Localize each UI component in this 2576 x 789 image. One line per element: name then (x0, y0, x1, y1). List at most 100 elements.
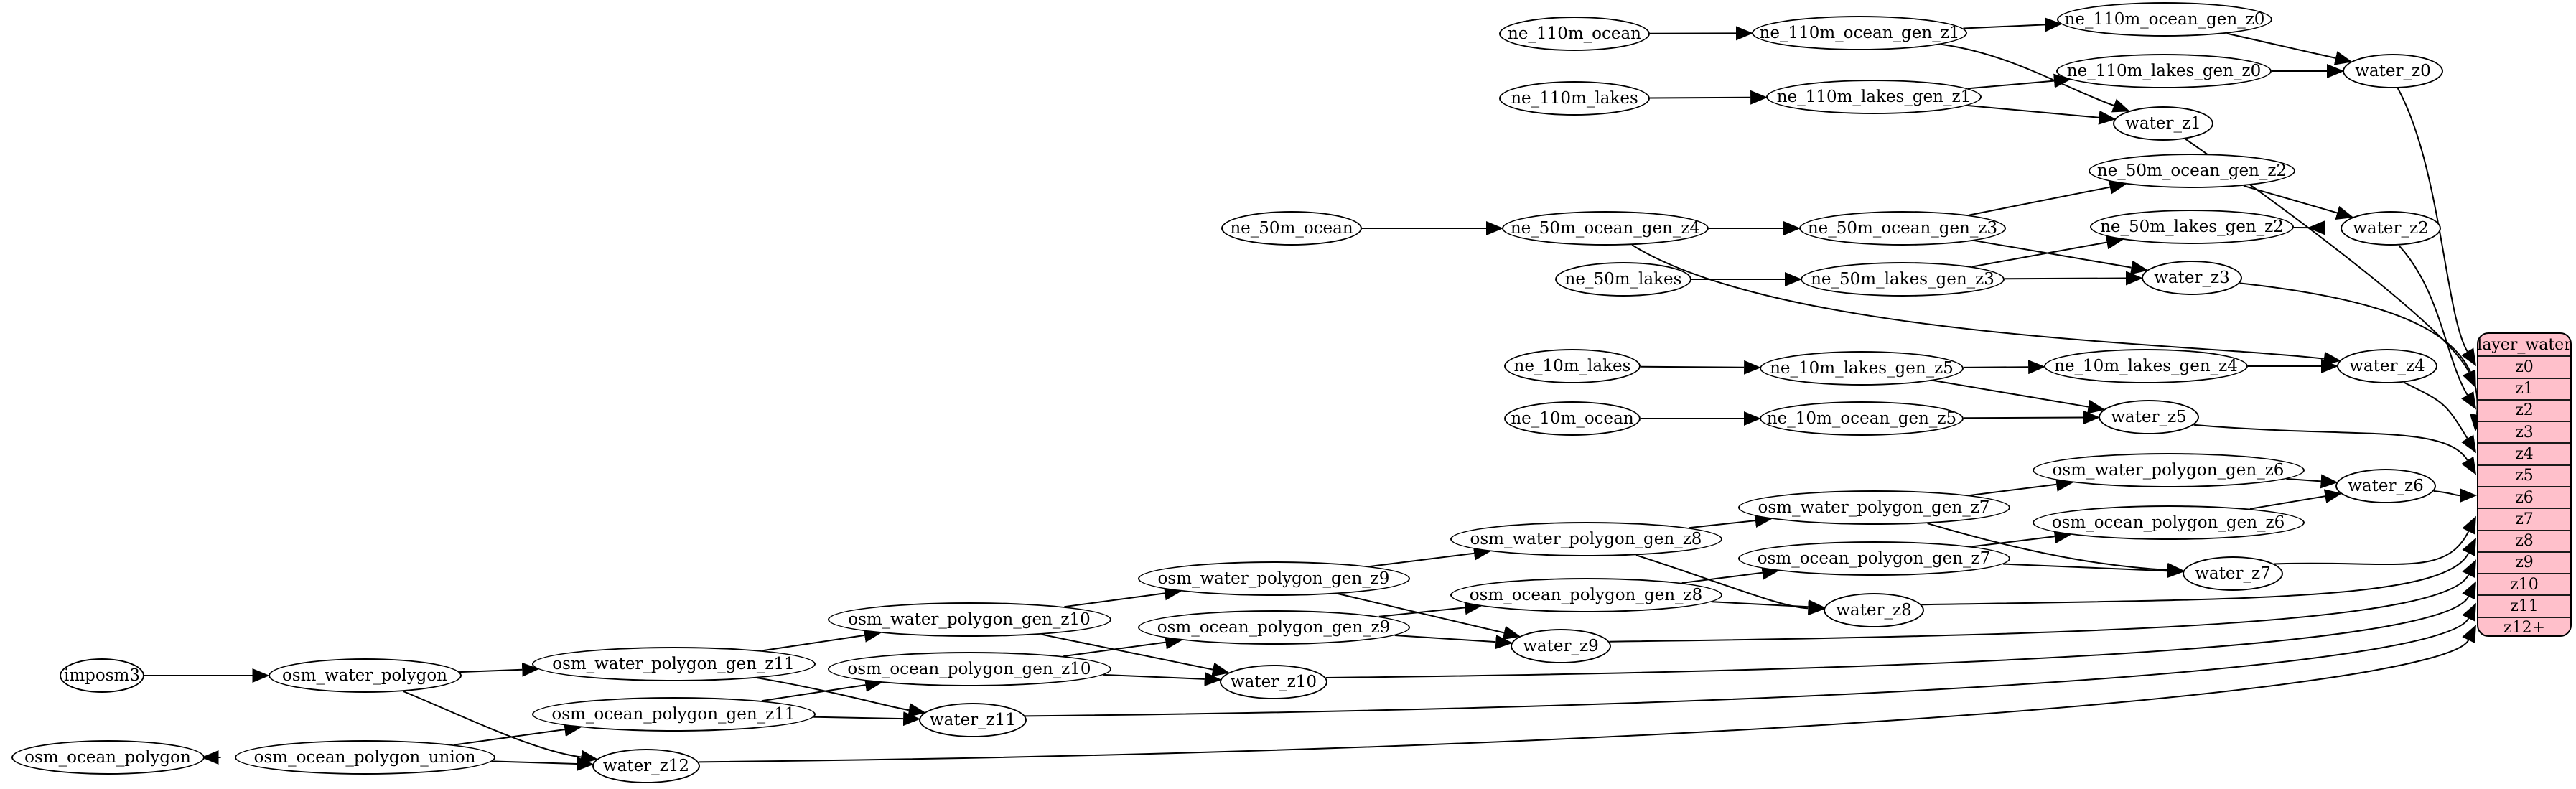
node-osm_ocean_polygon_gen_z6: osm_ocean_polygon_gen_z6 (2032, 505, 2305, 540)
edge-osm_water_polygon_gen_z10-to-osm_water_polygon_gen_z9 (1064, 586, 1182, 608)
node-water_z3: water_z3 (2142, 261, 2242, 295)
edge-water_z9-to-row-z9 (1609, 559, 2477, 643)
node-water_z4: water_z4 (2337, 349, 2437, 383)
node-osm_water_polygon: osm_water_polygon (268, 658, 462, 693)
node-osm_ocean_polygon_gen_z8: osm_ocean_polygon_gen_z8 (1450, 578, 1722, 612)
node-water_z0: water_z0 (2343, 54, 2443, 88)
edge-osm_water_polygon-to-water_z12 (403, 691, 599, 765)
edge-osm_water_polygon_gen_z6-to-water_z6 (2286, 474, 2338, 489)
table-row-z8: z8 (2478, 529, 2570, 551)
node-water_z2: water_z2 (2341, 211, 2441, 246)
edge-ne_50m_ocean_gen_z4-to-water_z4 (1631, 244, 2341, 366)
node-imposm3: imposm3 (60, 658, 144, 693)
edge-ne_110m_ocean_gen_z0-to-water_z0 (2226, 32, 2353, 65)
edge-ne_110m_ocean_gen_z1-to-water_z1 (1941, 43, 2130, 113)
edge-osm_ocean_polygon_union-to-osm_ocean_polygon_gen_z11 (454, 722, 582, 746)
edge-osm_ocean_polygon_gen_z8-to-osm_ocean_polygon_gen_z7 (1681, 565, 1780, 584)
node-osm_ocean_polygon_gen_z7: osm_ocean_polygon_gen_z7 (1737, 541, 2010, 576)
node-ne_50m_lakes: ne_50m_lakes (1555, 262, 1691, 297)
edge-osm_water_polygon_gen_z9-to-osm_water_polygon_gen_z8 (1369, 546, 1491, 567)
table-row-z1: z1 (2478, 377, 2570, 399)
edge-osm_water_polygon_gen_z11-to-water_z11 (757, 677, 926, 717)
table-row-z2: z2 (2478, 398, 2570, 421)
edge-ne_50m_ocean_gen_z3-to-ne_50m_ocean_gen_z2 (1969, 179, 2127, 216)
table-row-z6: z6 (2478, 485, 2570, 508)
node-ne_10m_lakes: ne_10m_lakes (1504, 349, 1641, 383)
edge-water_z4-to-row-z4 (2403, 381, 2477, 454)
edge-ne_110m_lakes_gen_z1-to-ne_110m_lakes_gen_z0 (1967, 73, 2071, 90)
edge-osm_water_polygon_gen_z9-to-water_z9 (1338, 593, 1521, 640)
edge-water_z5-to-row-z5 (2193, 424, 2477, 475)
edge-ne_10m_lakes-to-ne_10m_lakes_gen_z5 (1640, 360, 1762, 375)
edge-ne_50m_ocean_gen_z3-to-water_z3 (1974, 240, 2149, 275)
edge-osm_ocean_polygon_gen_z10-to-water_z10 (1103, 671, 1222, 686)
edge-osm_water_polygon_gen_z7-to-osm_water_polygon_gen_z6 (1969, 477, 2074, 496)
node-water_z11: water_z11 (919, 703, 1027, 737)
edge-osm_ocean_polygon_union-to-water_z12 (491, 757, 594, 771)
node-ne_10m_ocean_gen_z5: ne_10m_ocean_gen_z5 (1760, 401, 1964, 436)
table-row-z0: z0 (2478, 355, 2570, 377)
edge-water_z3-to-row-z3 (2239, 282, 2484, 432)
edge-osm_water_polygon_gen_z7-to-water_z7 (1927, 523, 2185, 577)
node-water_z12: water_z12 (592, 749, 700, 783)
node-water_z1: water_z1 (2113, 106, 2213, 141)
node-osm_ocean_polygon_gen_z10: osm_ocean_polygon_gen_z10 (827, 652, 1111, 686)
edge-water_z8-to-row-z8 (1921, 537, 2477, 606)
edge-water_z2-to-row-z2 (2398, 245, 2477, 410)
layer-water-table-title: layer_water (2477, 335, 2572, 354)
node-ne_110m_ocean_gen_z1: ne_110m_ocean_gen_z1 (1752, 16, 1967, 50)
node-ne_110m_lakes_gen_z1: ne_110m_lakes_gen_z1 (1766, 80, 1982, 114)
node-osm_water_polygon_gen_z11: osm_water_polygon_gen_z11 (531, 647, 816, 681)
edge-water_z0-to-row-z0 (2397, 88, 2477, 367)
edge-osm_ocean_polygon_gen_z10-to-osm_ocean_polygon_gen_z9 (1063, 635, 1183, 658)
node-osm_ocean_polygon_union: osm_ocean_polygon_union (234, 740, 495, 775)
node-water_z8: water_z8 (1824, 593, 1924, 627)
edge-osm_water_polygon_gen_z11-to-osm_water_polygon_gen_z10 (762, 628, 882, 652)
node-osm_ocean_polygon_gen_z11: osm_ocean_polygon_gen_z11 (531, 697, 816, 732)
edge-osm_ocean_polygon_gen_z7-to-osm_ocean_polygon_gen_z6 (1971, 529, 2072, 548)
edge-ne_110m_lakes_gen_z1-to-water_z1 (1967, 104, 2117, 125)
node-osm_water_polygon_gen_z6: osm_water_polygon_gen_z6 (2032, 453, 2305, 487)
node-ne_50m_lakes_gen_z3: ne_50m_lakes_gen_z3 (1801, 262, 2005, 297)
node-water_z6: water_z6 (2335, 469, 2436, 503)
edge-water_z7-to-row-z7 (2274, 515, 2476, 566)
node-ne_50m_ocean: ne_50m_ocean (1221, 211, 1362, 246)
node-ne_110m_lakes: ne_110m_lakes (1499, 81, 1650, 116)
edge-osm_ocean_polygon_gen_z9-to-osm_ocean_polygon_gen_z8 (1378, 600, 1483, 617)
node-osm_water_polygon_gen_z9: osm_water_polygon_gen_z9 (1137, 561, 1410, 596)
table-row-z12+: z12+ (2478, 616, 2570, 635)
edge-osm_ocean_polygon_gen_z9-to-water_z9 (1394, 635, 1513, 650)
node-osm_ocean_polygon_gen_z9: osm_ocean_polygon_gen_z9 (1137, 610, 1410, 645)
table-row-z5: z5 (2478, 464, 2570, 486)
table-row-z3: z3 (2478, 421, 2570, 442)
edge-water_z10-to-row-z10 (1325, 581, 2477, 678)
edge-osm_ocean_polygon_gen_z11-to-osm_ocean_polygon_gen_z10 (761, 678, 883, 702)
node-water_z10: water_z10 (1220, 665, 1327, 699)
node-ne_50m_ocean_gen_z3: ne_50m_ocean_gen_z3 (1799, 211, 2006, 246)
table-row-z10: z10 (2478, 573, 2570, 594)
node-ne_10m_lakes_gen_z4: ne_10m_lakes_gen_z4 (2044, 349, 2248, 383)
node-ne_110m_lakes_gen_z0: ne_110m_lakes_gen_z0 (2056, 54, 2272, 88)
edge-water_z11-to-row-z11 (1025, 602, 2477, 717)
table-row-z7: z7 (2478, 508, 2570, 529)
node-osm_water_polygon_gen_z10: osm_water_polygon_gen_z10 (827, 602, 1111, 637)
edge-osm_ocean_polygon_gen_z8-to-water_z8 (1712, 599, 1826, 615)
table-row-z9: z9 (2478, 551, 2570, 573)
edge-ne_50m_lakes_gen_z3-to-ne_50m_lakes_gen_z2 (1971, 235, 2124, 268)
edge-ne_50m_ocean_gen_z2-to-water_z2 (2243, 185, 2354, 220)
edge-ne_10m_lakes_gen_z5-to-water_z5 (1933, 380, 2106, 414)
edge-osm_water_polygon_gen_z8-to-osm_water_polygon_gen_z7 (1689, 513, 1773, 529)
edge-water_z6-to-row-z6 (2433, 488, 2477, 503)
edge-ne_10m_lakes_gen_z5-to-ne_10m_lakes_gen_z4 (1963, 360, 2046, 375)
node-ne_110m_ocean_gen_z0: ne_110m_ocean_gen_z0 (2057, 2, 2272, 37)
node-ne_50m_lakes_gen_z2: ne_50m_lakes_gen_z2 (2090, 210, 2294, 244)
table-row-z11: z11 (2478, 594, 2570, 616)
edge-osm_ocean_polygon_gen_z6-to-water_z6 (2249, 489, 2343, 510)
edge-osm_ocean_polygon_gen_z7-to-water_z7 (2002, 563, 2185, 579)
node-osm_water_polygon_gen_z8: osm_water_polygon_gen_z8 (1450, 522, 1722, 556)
edge-group (144, 17, 2484, 771)
node-ne_110m_ocean: ne_110m_ocean (1499, 17, 1650, 51)
